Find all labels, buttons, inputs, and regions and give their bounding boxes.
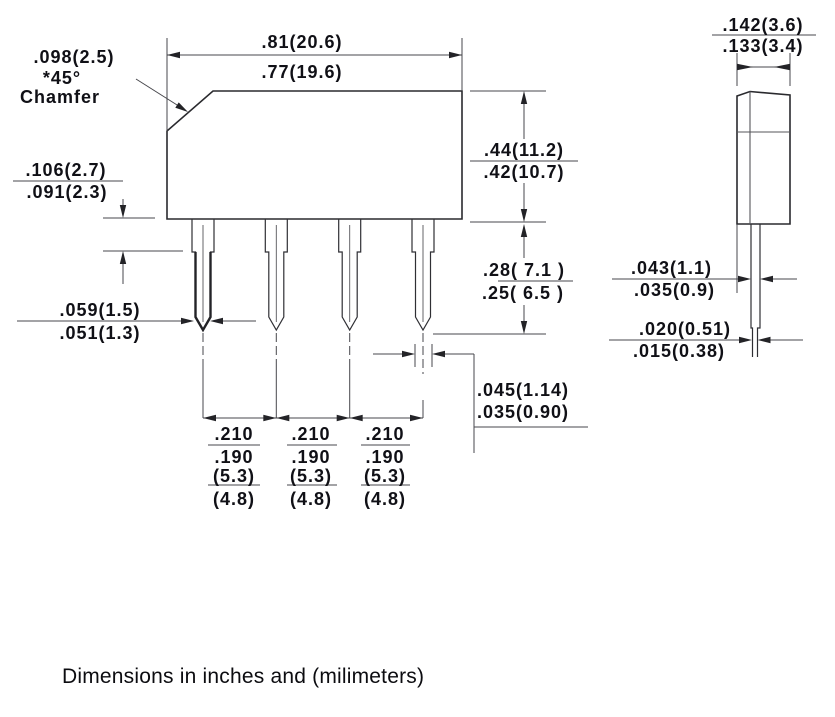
- body-height-min: .42(10.7): [483, 162, 564, 182]
- side-lead-lower-max: .020(0.51): [639, 319, 731, 339]
- svg-text:(4.8): (4.8): [364, 489, 406, 509]
- pin-2: [264, 219, 288, 332]
- pin-centerlines: [202, 333, 424, 418]
- shoulder-max: .106(2.7): [25, 160, 106, 180]
- svg-text:.190: .190: [365, 447, 404, 467]
- lead-thickness-min: .035(0.90): [477, 402, 569, 422]
- side-width-max: .142(3.6): [722, 15, 803, 35]
- side-lead-lower-min: .015(0.38): [633, 341, 725, 361]
- pitch-labels-3: .210 .190 (5.3) (4.8): [364, 424, 406, 509]
- svg-text:(5.3): (5.3): [364, 466, 406, 486]
- front-view: [13, 38, 588, 486]
- lead-thickness-dimension: [373, 344, 588, 453]
- lead-length-min: .25( 6.5 ): [482, 283, 564, 303]
- shoulder-dimension: [13, 180, 183, 284]
- svg-text:(4.8): (4.8): [290, 489, 332, 509]
- pin-1: [191, 219, 215, 333]
- body-height-max: .44(11.2): [484, 140, 564, 160]
- pin-3: [338, 219, 362, 332]
- svg-text:.210: .210: [291, 424, 330, 444]
- svg-text:(4.8): (4.8): [213, 489, 255, 509]
- svg-text:.190: .190: [291, 447, 330, 467]
- chamfer-angle: *45°: [43, 68, 81, 88]
- lead-tip-width-max: .059(1.5): [59, 300, 140, 320]
- svg-text:(5.3): (5.3): [213, 466, 255, 486]
- pitch-labels-2: .210 .190 (5.3) (4.8): [290, 424, 332, 509]
- lead-length-max: .28( 7.1 ): [483, 260, 565, 280]
- front-body-outline: [166, 90, 463, 220]
- lead-length-dimension: [433, 224, 573, 335]
- side-lead-upper-min: .035(0.9): [634, 280, 715, 300]
- side-width-min: .133(3.4): [722, 36, 803, 56]
- lead-tip-width-dimension: [17, 317, 256, 325]
- front-width-max: .81(20.6): [261, 32, 342, 52]
- svg-text:.210: .210: [365, 424, 404, 444]
- side-lead-upper-dimension: [612, 224, 797, 293]
- front-width-min: .77(19.6): [261, 62, 342, 82]
- lead-tip-width-min: .051(1.3): [59, 323, 140, 343]
- shoulder-min: .091(2.3): [26, 182, 107, 202]
- lead-thickness-max: .045(1.14): [477, 380, 569, 400]
- side-width-dimension: [712, 34, 816, 86]
- pitch-dimension-line: [203, 414, 423, 486]
- body-height-dimension: [470, 90, 578, 223]
- svg-text:.210: .210: [214, 424, 253, 444]
- svg-text:.190: .190: [214, 447, 253, 467]
- side-body-outline: [736, 90, 791, 225]
- side-lead-lower-dimension: [609, 336, 803, 344]
- front-width-dimension: [166, 38, 463, 131]
- chamfer-leader: [135, 78, 188, 112]
- pitch-labels-1: .210 .190 (5.3) (4.8): [213, 424, 255, 509]
- side-view: [609, 34, 816, 357]
- chamfer-size: .098(2.5): [33, 47, 114, 67]
- dimension-labels: .81(20.6) .77(19.6) .098(2.5) *45° Chamf…: [20, 15, 803, 688]
- chamfer-label: Chamfer: [20, 87, 100, 107]
- units-note: Dimensions in inches and (milimeters): [62, 665, 424, 688]
- side-lead-upper-max: .043(1.1): [631, 258, 712, 278]
- svg-text:(5.3): (5.3): [290, 466, 332, 486]
- side-lead: [750, 224, 761, 357]
- pin-4: [411, 219, 435, 332]
